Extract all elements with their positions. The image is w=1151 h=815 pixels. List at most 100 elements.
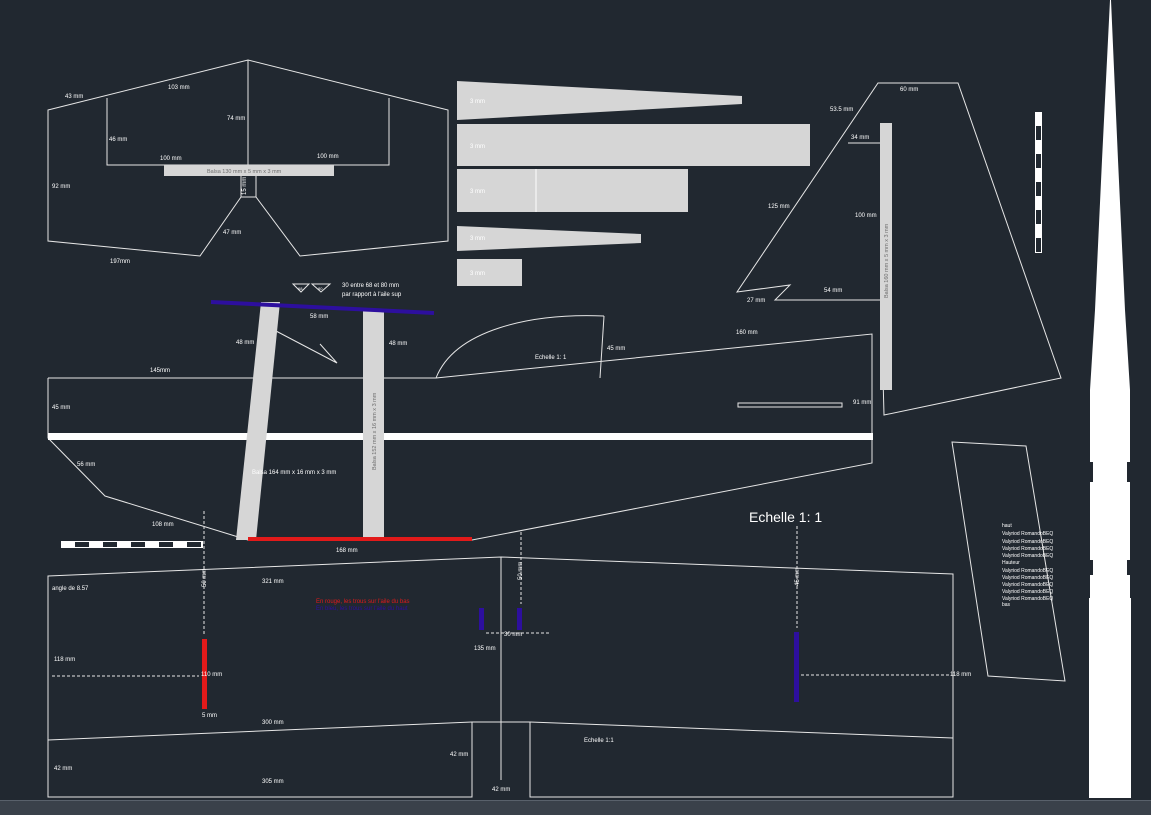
marker-label-80: 80	[318, 286, 323, 291]
strip-4	[457, 226, 641, 251]
triangle-cutout	[275, 330, 338, 364]
aileron-line: Valyriod RomandoBEQ	[1002, 539, 1053, 545]
tail-dim-46: 46 mm	[109, 137, 127, 143]
aileron-line: Valyriod RomandoBEQ	[1002, 553, 1053, 559]
spar-spike	[1089, 0, 1131, 798]
scale-bar-horizontal	[61, 541, 203, 548]
scale-bar-vertical-seg	[1036, 154, 1041, 168]
strip-3	[457, 169, 688, 212]
wing-dim-135: 135 mm	[474, 646, 496, 652]
fuselage-note-2: par rapport à l'aile sup	[342, 292, 402, 298]
tail-dim-92: 92 mm	[52, 184, 70, 190]
fin-dim-34: 34 mm	[851, 135, 869, 141]
wing-dim-300: 300 mm	[262, 720, 284, 726]
strut-rear	[363, 310, 384, 538]
fuselage-dim-91: 91 mm	[853, 400, 871, 406]
tail-dim-47: 47 mm	[223, 230, 241, 236]
tail-dim-100b: 100 mm	[317, 154, 339, 160]
aileron-line: Valyriod RomandoBEQ	[1002, 589, 1053, 595]
tail-dim-100a: 100 mm	[160, 156, 182, 162]
fin-dim-100: 100 mm	[855, 213, 877, 219]
tail-dim-43: 43 mm	[65, 94, 83, 100]
scale-bar-horizontal-seg	[131, 542, 145, 547]
fuselage-dim-58: 58 mm	[310, 314, 328, 320]
strip-5	[457, 259, 522, 286]
wing-hole-blue-1	[479, 608, 484, 630]
fuselage-dim-145: 145mm	[150, 368, 170, 374]
status-bar	[0, 800, 1151, 815]
wing-outline	[47, 556, 954, 798]
strip-1	[457, 81, 742, 120]
aileron-line: Valyriod RomandoBEQ	[1002, 531, 1053, 537]
horizontal-tail	[47, 59, 449, 257]
wing-dim-42c: 42 mm	[492, 787, 510, 793]
fuselage-dim-160: 160 mm	[736, 330, 758, 336]
wing-hole-red	[202, 639, 207, 709]
fuselage-dim-48b: 48 mm	[389, 341, 407, 347]
fin-dim-60: 60 mm	[900, 87, 918, 93]
wing-legend-red: En rouge, les trous sur l'aile du bas	[316, 599, 410, 605]
wing-labels: angle de 8.57 321 mm En rouge, les trous…	[52, 562, 971, 793]
scale-bar-vertical-seg	[1036, 182, 1041, 196]
fuselage-dim-48a: 48 mm	[236, 340, 254, 346]
fin-strip-label: Balsa 160 mm x 5 mm x 3 mm	[884, 223, 890, 298]
strut-front-label: Balsa 164 mm x 16 mm x 3 mm	[252, 470, 336, 476]
wing-hole-blue-2	[517, 608, 522, 630]
scale-bar-horizontal-seg	[187, 542, 201, 547]
wing-inner-trailing-right	[529, 721, 954, 739]
wing-scale-label: Echelle 1:1	[584, 738, 614, 744]
fuselage-labels: 30 entre 68 et 80 mm par rapport à l'ail…	[52, 283, 871, 554]
fuselage-dim-168: 168 mm	[336, 548, 358, 554]
scale-bar-vertical-seg	[1036, 126, 1041, 140]
aileron-line: Hauteur	[1002, 560, 1020, 566]
wing-mount-marker-80	[310, 283, 332, 293]
wing-inner-trailing-left	[47, 721, 473, 741]
wing-angle-label: angle de 8.57	[52, 586, 89, 592]
wing-dim-118b: 118 mm	[950, 672, 971, 678]
fin-dim-54: 54 mm	[824, 288, 842, 294]
strut-front	[236, 302, 280, 540]
fuselage-dim-108: 108 mm	[152, 522, 174, 528]
fuselage-slot	[737, 402, 843, 408]
fuselage-dim-56: 56 mm	[77, 462, 95, 468]
scale-bar-vertical-seg	[1036, 210, 1041, 224]
strip-3-label: 3 mm	[470, 189, 485, 195]
wing-dimension-lines	[52, 511, 950, 677]
fin-dim-27: 27 mm	[747, 298, 765, 304]
fuselage-scale: Echelle 1: 1	[535, 355, 567, 361]
aileron-labels: haut Valyriod RomandoBEQ Valyriod Romand…	[1002, 523, 1053, 608]
scale-label-large: Echelle 1: 1	[749, 509, 822, 525]
tail-labels: 43 mm 103 mm 74 mm 46 mm 100 mm 100 mm 9…	[52, 85, 339, 265]
aileron-line: Valyriod RomandoBEQ	[1002, 596, 1053, 602]
strut-rear-label: Balsa 152 mm x 16 mm x 3 mm	[372, 392, 378, 470]
strip-4-label: 3 mm	[470, 236, 485, 242]
wing-hole-blue-3	[794, 632, 799, 702]
fuselage-center-line	[48, 433, 873, 440]
aileron-line: Valyriod RomandoBEQ	[1002, 575, 1053, 581]
scale-bar-vertical	[1035, 112, 1042, 253]
fin-labels: 60 mm 53.5 mm 34 mm 125 mm 100 mm 27 mm …	[747, 87, 918, 304]
wing-dim-305: 305 mm	[262, 779, 284, 785]
canopy-back	[599, 315, 605, 379]
aileron-line: Valyriod RomandoBEQ	[1002, 568, 1053, 574]
tail-outline	[47, 59, 449, 257]
strip-labels: 3 mm 3 mm 3 mm 3 mm 3 mm	[470, 99, 485, 277]
upper-wing-blue-line	[210, 300, 435, 315]
scale-bar-horizontal-seg	[75, 542, 89, 547]
aileron-label-bas: bas	[1002, 602, 1011, 608]
wing-dim-45: 45 mm	[795, 568, 801, 586]
wing-dim-42a: 42 mm	[54, 766, 72, 772]
wing-legend-blue: En bleu, les trous sur l'aile du haut	[316, 606, 408, 612]
wing-mount-marker-68	[291, 283, 311, 293]
tail-strip-label: Balsa 130 mm x 5 mm x 3 mm	[207, 169, 282, 175]
fin-dim-125: 125 mm	[768, 204, 790, 210]
fuselage-dim-45a: 45 mm	[607, 346, 625, 352]
strip-2-label: 3 mm	[470, 144, 485, 150]
scale-bar-horizontal-seg	[159, 542, 173, 547]
wing-dim-118a: 118 mm	[54, 657, 75, 663]
fuselage-dim-45b: 45 mm	[52, 405, 70, 411]
aileron-label-haut: haut	[1002, 523, 1012, 529]
tail-dim-197: 197mm	[110, 259, 130, 265]
wing-dim-110: 110 mm	[201, 672, 222, 678]
